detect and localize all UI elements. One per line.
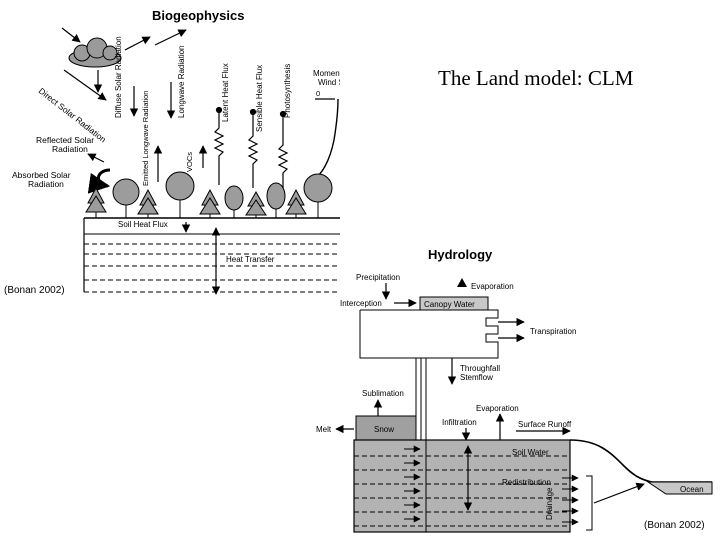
vocs-label: VOCs	[185, 152, 194, 172]
infiltration-inflow-arrows	[404, 445, 421, 523]
slide-title: The Land model: CLM	[438, 66, 634, 90]
momentum-label-1: Momentum Flux	[313, 69, 340, 78]
infiltration-label: Infiltration	[442, 418, 477, 427]
sublimation-label: Sublimation	[362, 389, 404, 398]
hydrology-citation: (Bonan 2002)	[644, 520, 705, 531]
surface-runoff-label: Surface Runoff	[518, 420, 572, 429]
biogeophysics-diagram: Biogeophysics Direct Solar Radiation Dif…	[12, 8, 340, 295]
latent-heat-label: Latent Heat Flux	[221, 63, 230, 122]
ocean-label: Ocean	[680, 485, 704, 494]
sensible-heat-label: Sensible Heat Flux	[255, 65, 264, 132]
melt-label: Melt	[316, 425, 332, 434]
canopy-drip-lines	[415, 358, 427, 440]
longwave-label: Longwave Radiation	[177, 46, 186, 119]
photosynthesis-label: Photosynthesis	[283, 64, 292, 118]
biogeophysics-heading: Biogeophysics	[152, 8, 244, 23]
absorbed-label-2: Radiation	[28, 179, 64, 189]
sensible-heat-resistor	[247, 108, 259, 188]
reflected-label-1: Reflected Solar	[36, 135, 94, 145]
precipitation-label: Precipitation	[356, 273, 400, 282]
canopy-water-label: Canopy Water	[424, 300, 475, 309]
soil-water-layers	[354, 455, 570, 527]
coast-slope	[569, 439, 712, 483]
direct-solar-arrow	[63, 69, 107, 101]
absorbed-label-1: Absorbed Solar	[12, 170, 71, 180]
diffuse-solar-label: Diffuse Solar Radiation	[114, 36, 123, 118]
reflected-label-2: Radiation	[52, 144, 88, 154]
interception-label: Interception	[340, 299, 382, 308]
throughfall-label-1: Throughfall	[460, 364, 500, 373]
heat-transfer-label: Heat Transfer	[226, 255, 275, 264]
drainage-arrows	[562, 474, 579, 526]
soil-heat-flux-label: Soil Heat Flux	[118, 220, 168, 229]
cloud-icon	[68, 37, 122, 68]
canopy-box	[359, 309, 499, 359]
soil-water-label: Soil Water	[512, 448, 549, 457]
hydrology-diagram: Hydrology Precipitation Evaporation Inte…	[316, 247, 713, 533]
canopy-water-box	[419, 296, 489, 311]
redistribution-label: Redistribution	[502, 478, 551, 487]
ocean-body	[646, 481, 713, 495]
evaporation-top-label: Evaporation	[471, 282, 514, 291]
cloud-up-arrow	[154, 29, 187, 46]
momentum-label-2: Wind Speed	[318, 78, 340, 87]
biogeophysics-citation: (Bonan 2002)	[4, 285, 65, 296]
incoming-solar-arrow	[61, 27, 81, 43]
photosynthesis-resistor	[277, 110, 289, 190]
wind-profile-curve	[309, 98, 339, 183]
transpiration-arrows	[498, 317, 525, 343]
drainage-to-ocean-arrow	[593, 482, 645, 504]
emitted-longwave-label: Emitted Longwave Radiation	[141, 91, 150, 186]
latent-heat-resistor	[213, 106, 225, 185]
throughfall-label-2: Stemflow	[460, 373, 493, 382]
soil-column	[353, 439, 571, 533]
evaporation-mid-label: Evaporation	[476, 404, 519, 413]
snow-label: Snow	[374, 425, 394, 434]
transpiration-label: Transpiration	[530, 327, 576, 336]
axis-zero-label: 0	[316, 89, 320, 98]
vegetation-canopy	[85, 171, 333, 218]
drainage-label: Drainage	[545, 487, 554, 520]
reflected-arrow	[87, 153, 105, 163]
evaporation-top-icon	[457, 278, 467, 287]
absorbed-arrow	[87, 168, 111, 194]
drainage-bracket	[586, 475, 593, 531]
snow-box	[355, 415, 417, 441]
cloud-up-arrow	[124, 36, 151, 51]
hydrology-heading: Hydrology	[428, 247, 493, 262]
